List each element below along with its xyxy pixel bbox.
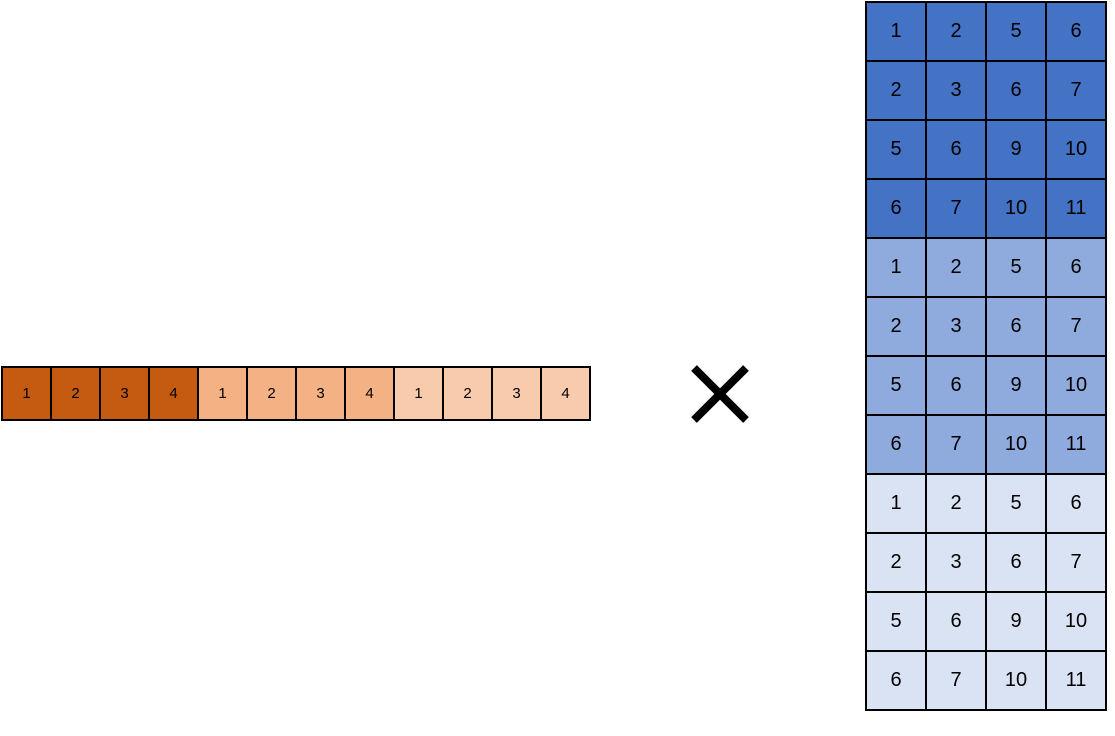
matrix-cell: 10 bbox=[1047, 121, 1107, 180]
matrix-cell: 2 bbox=[867, 62, 927, 121]
matrix-cell: 10 bbox=[1047, 357, 1107, 416]
matrix-cell: 6 bbox=[867, 180, 927, 239]
vector-cell: 2 bbox=[444, 368, 493, 421]
matrix-cell: 2 bbox=[867, 298, 927, 357]
matrix-cell: 7 bbox=[927, 416, 987, 475]
matrix-cell: 6 bbox=[867, 416, 927, 475]
vector-cell: 4 bbox=[346, 368, 395, 421]
matrix-cell: 1 bbox=[867, 239, 927, 298]
matrix-cell: 6 bbox=[927, 593, 987, 652]
matrix-cell: 2 bbox=[927, 239, 987, 298]
matrix-cell: 9 bbox=[987, 357, 1047, 416]
matrix-cell: 2 bbox=[927, 3, 987, 62]
matrix-cell: 2 bbox=[927, 475, 987, 534]
matrix-cell: 6 bbox=[987, 62, 1047, 121]
matrix-cell: 11 bbox=[1047, 416, 1107, 475]
vector-cell: 3 bbox=[493, 368, 542, 421]
vector-cell: 1 bbox=[3, 368, 52, 421]
matrix-cell: 7 bbox=[927, 180, 987, 239]
matrix-cell: 3 bbox=[927, 62, 987, 121]
vector-cell: 4 bbox=[542, 368, 591, 421]
matrix-cell: 6 bbox=[927, 357, 987, 416]
matrix-cell: 6 bbox=[1047, 3, 1107, 62]
vector-cell: 1 bbox=[395, 368, 444, 421]
matrix-cell: 1 bbox=[867, 475, 927, 534]
matrix-cell: 5 bbox=[867, 121, 927, 180]
vector-cell: 2 bbox=[248, 368, 297, 421]
matrix-cell: 11 bbox=[1047, 180, 1107, 239]
matrix-cell: 5 bbox=[867, 357, 927, 416]
matrix-cell: 5 bbox=[987, 3, 1047, 62]
matrix-cell: 7 bbox=[927, 652, 987, 711]
matrix-cell: 1 bbox=[867, 3, 927, 62]
matrix-cell: 6 bbox=[1047, 239, 1107, 298]
multiply-icon bbox=[691, 365, 749, 423]
matrix-cell: 9 bbox=[987, 121, 1047, 180]
matrix-cell: 6 bbox=[927, 121, 987, 180]
matrix-cell: 6 bbox=[987, 298, 1047, 357]
matrix-cell: 10 bbox=[987, 652, 1047, 711]
matrix-cell: 3 bbox=[927, 534, 987, 593]
matrix-cell: 10 bbox=[987, 180, 1047, 239]
matrix-cell: 5 bbox=[867, 593, 927, 652]
matrix-cell: 2 bbox=[867, 534, 927, 593]
matrix-cell: 6 bbox=[867, 652, 927, 711]
matrix-cell: 10 bbox=[1047, 593, 1107, 652]
vector-cell: 3 bbox=[297, 368, 346, 421]
matrix-cell: 11 bbox=[1047, 652, 1107, 711]
vector-cell: 1 bbox=[199, 368, 248, 421]
vector-cell: 2 bbox=[52, 368, 101, 421]
matrix-cell: 3 bbox=[927, 298, 987, 357]
matrix-cell: 7 bbox=[1047, 62, 1107, 121]
matrix-cell: 10 bbox=[987, 416, 1047, 475]
matrix-cell: 7 bbox=[1047, 298, 1107, 357]
vector-cell: 3 bbox=[101, 368, 150, 421]
matrix-cell: 7 bbox=[1047, 534, 1107, 593]
matrix-cell: 9 bbox=[987, 593, 1047, 652]
matrix-cell: 6 bbox=[987, 534, 1047, 593]
matrix-cell: 5 bbox=[987, 475, 1047, 534]
matrix-cell: 5 bbox=[987, 239, 1047, 298]
matrix-cell: 6 bbox=[1047, 475, 1107, 534]
vector-cell: 4 bbox=[150, 368, 199, 421]
